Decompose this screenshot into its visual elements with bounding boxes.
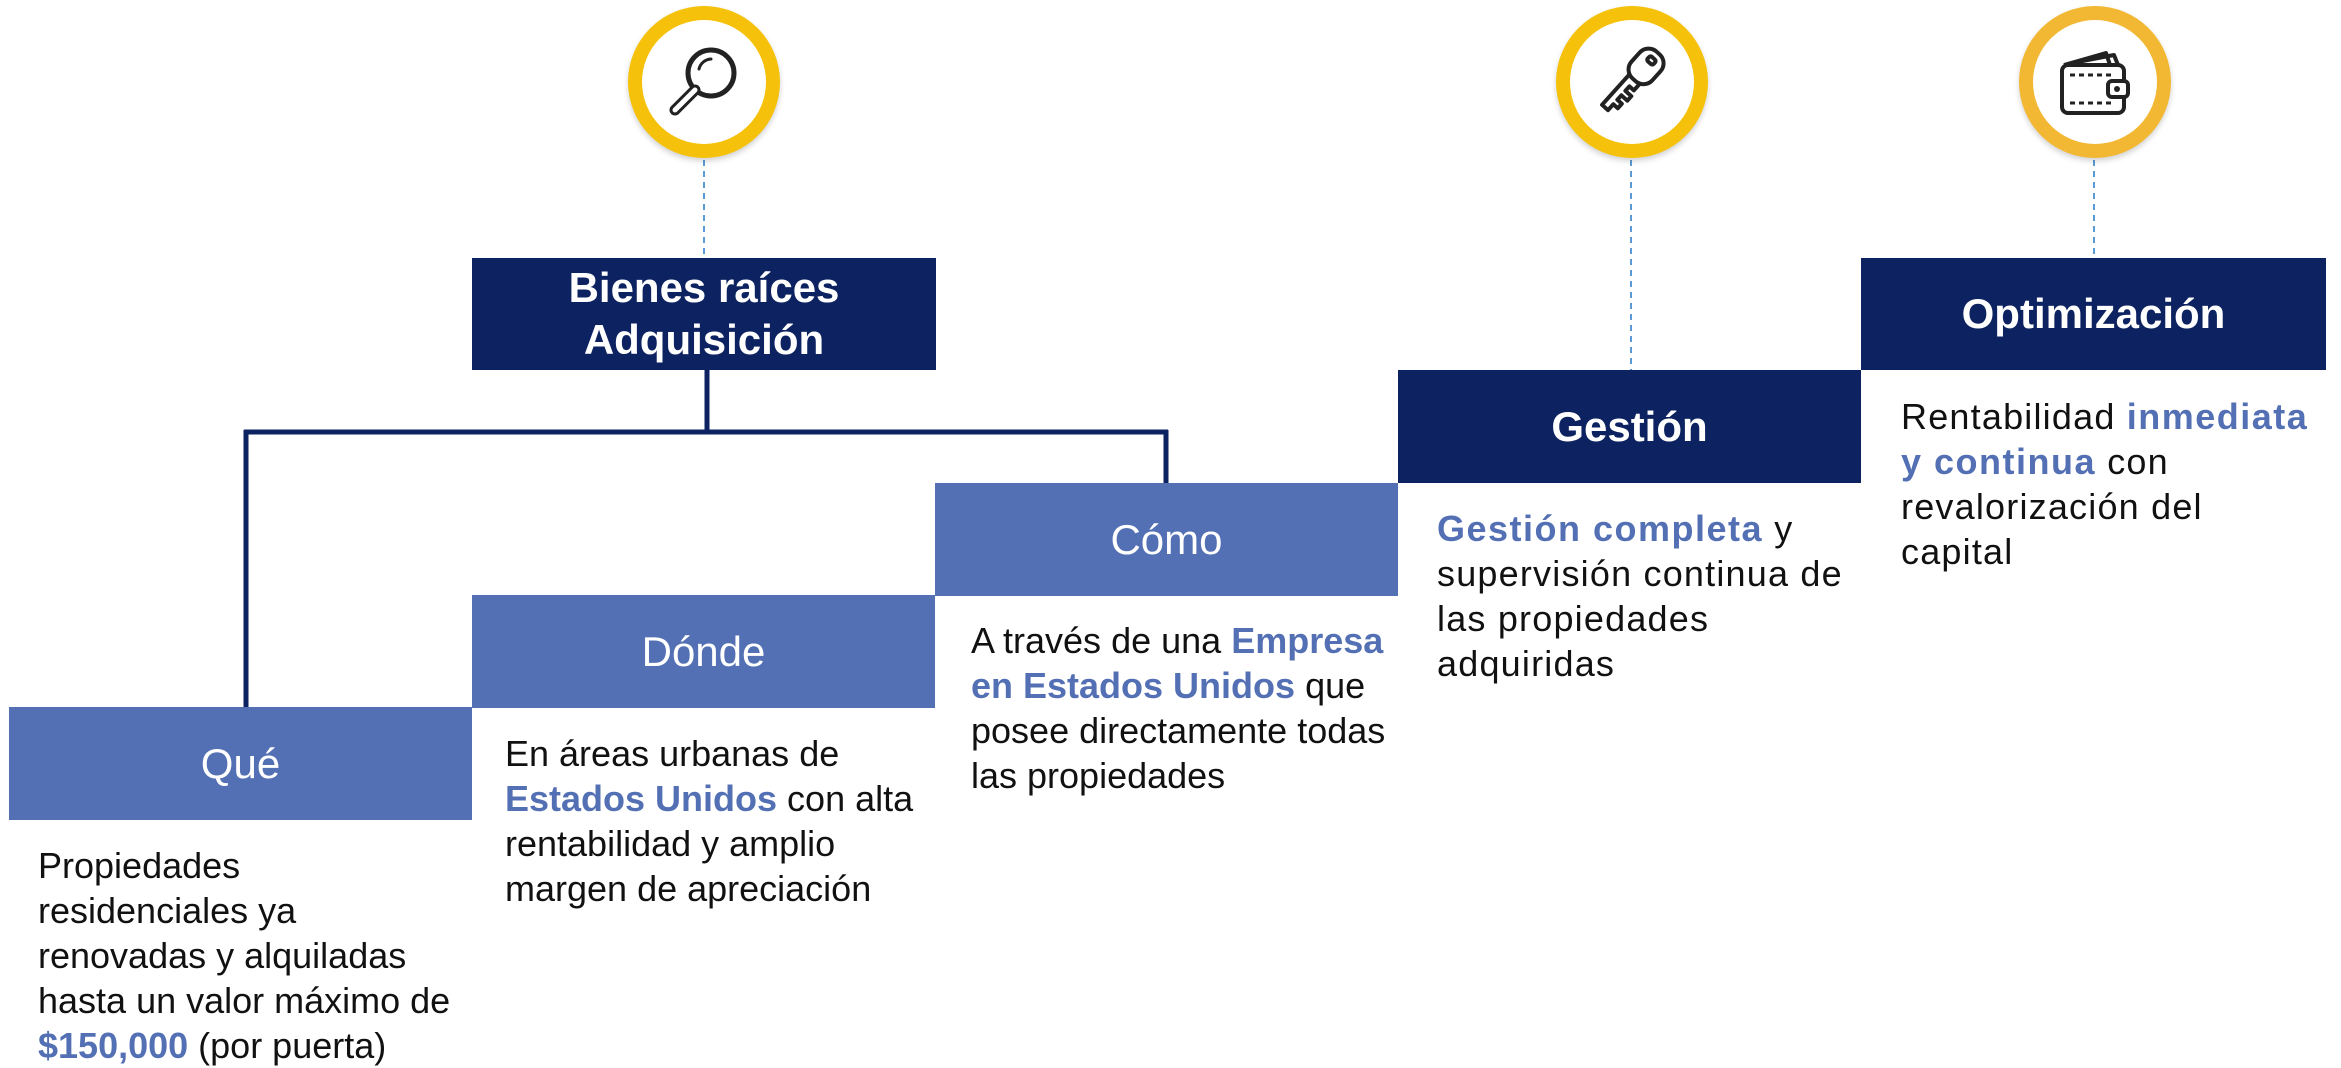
optimizacion-highlight: y continua	[1901, 441, 2097, 482]
acquisition-box: Bienes raíces Adquisición	[472, 258, 936, 370]
gestion-desc-line: supervisión continua de	[1437, 553, 1843, 594]
gestion-desc-tail: y	[1763, 508, 1794, 549]
donde-description: En áreas urbanas de Estados Unidos con a…	[505, 731, 913, 911]
optimizacion-description: Rentabilidad inmediata y continua con re…	[1901, 394, 2308, 574]
que-desc-line: hasta un valor máximo de	[38, 980, 451, 1021]
como-highlight: Empresa	[1231, 620, 1384, 661]
que-desc-line: renovadas y alquiladas	[38, 935, 407, 976]
donde-box: Dónde	[472, 595, 935, 708]
optimizacion-desc-line: capital	[1901, 531, 2014, 572]
donde-desc-line: En áreas urbanas de	[505, 733, 840, 774]
que-desc-tail: (por puerta)	[188, 1025, 387, 1066]
donde-desc-tail: con alta	[777, 778, 914, 819]
como-highlight: en Estados Unidos	[971, 665, 1296, 706]
donde-desc-line: Estados Unidos con alta	[505, 776, 913, 821]
gestion-desc-line: adquiridas	[1437, 643, 1616, 684]
gestion-description: Gestión completa y supervisión continua …	[1437, 506, 1843, 686]
optimizacion-highlight: inmediata	[2126, 396, 2309, 437]
acquisition-icon-badge	[628, 6, 780, 158]
optimizacion-label: Optimización	[1961, 290, 2226, 337]
optimizacion-icon-badge	[2019, 6, 2171, 158]
como-desc-line: las propiedades	[971, 755, 1226, 796]
optimizacion-desc-line: Rentabilidad inmediata	[1901, 394, 2308, 439]
como-desc-head: A través de una	[971, 620, 1232, 661]
que-highlight-price: $150,000	[38, 1025, 189, 1066]
gestion-desc-line: las propiedades	[1437, 598, 1710, 639]
que-box: Qué	[9, 707, 472, 820]
acquisition-title-line1: Bienes raíces	[568, 264, 840, 311]
donde-desc-line: margen de apreciación	[505, 868, 872, 909]
como-desc-tail: que	[1295, 665, 1366, 706]
acquisition-title-line2: Adquisición	[583, 316, 825, 363]
optimizacion-desc-head: Rentabilidad	[1901, 396, 2127, 437]
wallet-icon	[2060, 51, 2130, 115]
como-desc-line: posee directamente todas	[971, 710, 1386, 751]
que-desc-line: $150,000 (por puerta)	[38, 1023, 450, 1068]
que-description: Propiedades residenciales ya renovadas y…	[38, 843, 450, 1068]
como-box: Cómo	[935, 483, 1398, 596]
donde-label: Dónde	[641, 627, 766, 675]
gestion-box: Gestión	[1398, 370, 1861, 483]
que-desc-line: residenciales ya	[38, 890, 297, 931]
gestion-desc-line: Gestión completa y	[1437, 506, 1843, 551]
como-desc-line: en Estados Unidos que	[971, 663, 1385, 708]
magnifier-icon	[669, 47, 737, 116]
como-label: Cómo	[1110, 515, 1223, 563]
que-desc-line: Propiedades	[38, 845, 241, 886]
tree-connector	[243, 370, 1169, 707]
donde-highlight: Estados Unidos	[505, 778, 778, 819]
key-icon	[1600, 46, 1666, 113]
gestion-label: Gestión	[1551, 402, 1708, 450]
optimizacion-desc-line: y continua con	[1901, 439, 2308, 484]
donde-desc-line: rentabilidad y amplio	[505, 823, 836, 864]
optimizacion-desc-line: revalorización del	[1901, 486, 2203, 527]
gestion-icon-badge	[1556, 6, 1708, 158]
optimizacion-desc-tail: con	[2096, 441, 2169, 482]
como-desc-line: A través de una Empresa	[971, 618, 1385, 663]
que-label: Qué	[200, 739, 281, 787]
gestion-highlight: Gestión completa	[1437, 508, 1764, 549]
como-description: A través de una Empresa en Estados Unido…	[971, 618, 1385, 798]
optimizacion-box: Optimización	[1861, 258, 2326, 370]
